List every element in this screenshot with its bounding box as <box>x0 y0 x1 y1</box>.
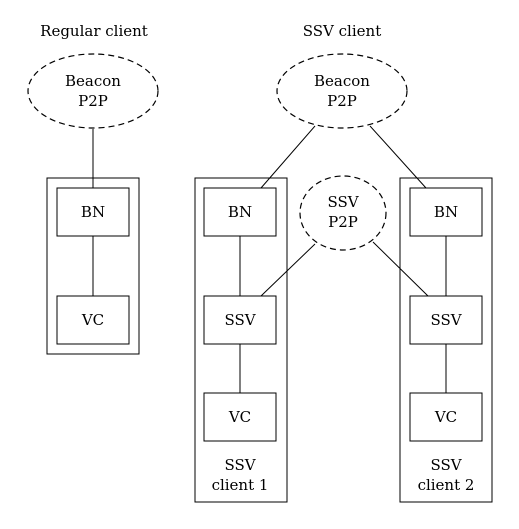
client2-bn-node <box>409 187 483 237</box>
client1-vc-node <box>203 392 277 442</box>
edge-beacon-to-bn-client2 <box>369 125 427 189</box>
regular-beacon-p2p-node <box>27 53 159 129</box>
client2-name-line1: SSV <box>430 456 462 474</box>
ssv-beacon-label-2: P2P <box>327 92 357 110</box>
client2-vc-label: VC <box>434 408 457 426</box>
client1-name-line1: SSV <box>224 456 256 474</box>
edge-ssvp2p-to-ssv-client1 <box>260 243 316 297</box>
client2-ssv-node <box>409 295 483 345</box>
ssv-p2p-node <box>299 175 387 251</box>
client1-name-line2: client 1 <box>212 476 269 494</box>
regular-bn-label: BN <box>81 203 105 221</box>
ssv-p2p-label-1: SSV <box>327 193 359 211</box>
ssv-p2p-label-2: P2P <box>328 213 358 231</box>
edge-beacon-to-bn-client1 <box>260 125 316 189</box>
client1-vc-label: VC <box>228 408 251 426</box>
edge-ssvp2p-to-ssv-client2 <box>372 241 429 297</box>
ssv-beacon-label-1: Beacon <box>314 72 370 90</box>
client2-bn-label: BN <box>434 203 458 221</box>
ssv-client-1-container <box>194 177 288 503</box>
regular-vc-label: VC <box>81 311 104 329</box>
client1-bn-node <box>203 187 277 237</box>
regular-client-container <box>46 177 140 355</box>
regular-beacon-label-1: Beacon <box>65 72 121 90</box>
ssv-beacon-p2p-node <box>276 53 408 129</box>
regular-client-heading: Regular client <box>40 22 148 40</box>
client2-name-line2: client 2 <box>418 476 475 494</box>
client1-bn-label: BN <box>228 203 252 221</box>
client2-ssv-label: SSV <box>430 311 462 329</box>
regular-bn-node <box>56 187 130 237</box>
client1-ssv-node <box>203 295 277 345</box>
client1-ssv-label: SSV <box>224 311 256 329</box>
regular-beacon-label-2: P2P <box>78 92 108 110</box>
regular-vc-node <box>56 295 130 345</box>
ssv-client-heading: SSV client <box>303 22 381 40</box>
client2-vc-node <box>409 392 483 442</box>
ssv-client-2-container <box>399 177 493 503</box>
